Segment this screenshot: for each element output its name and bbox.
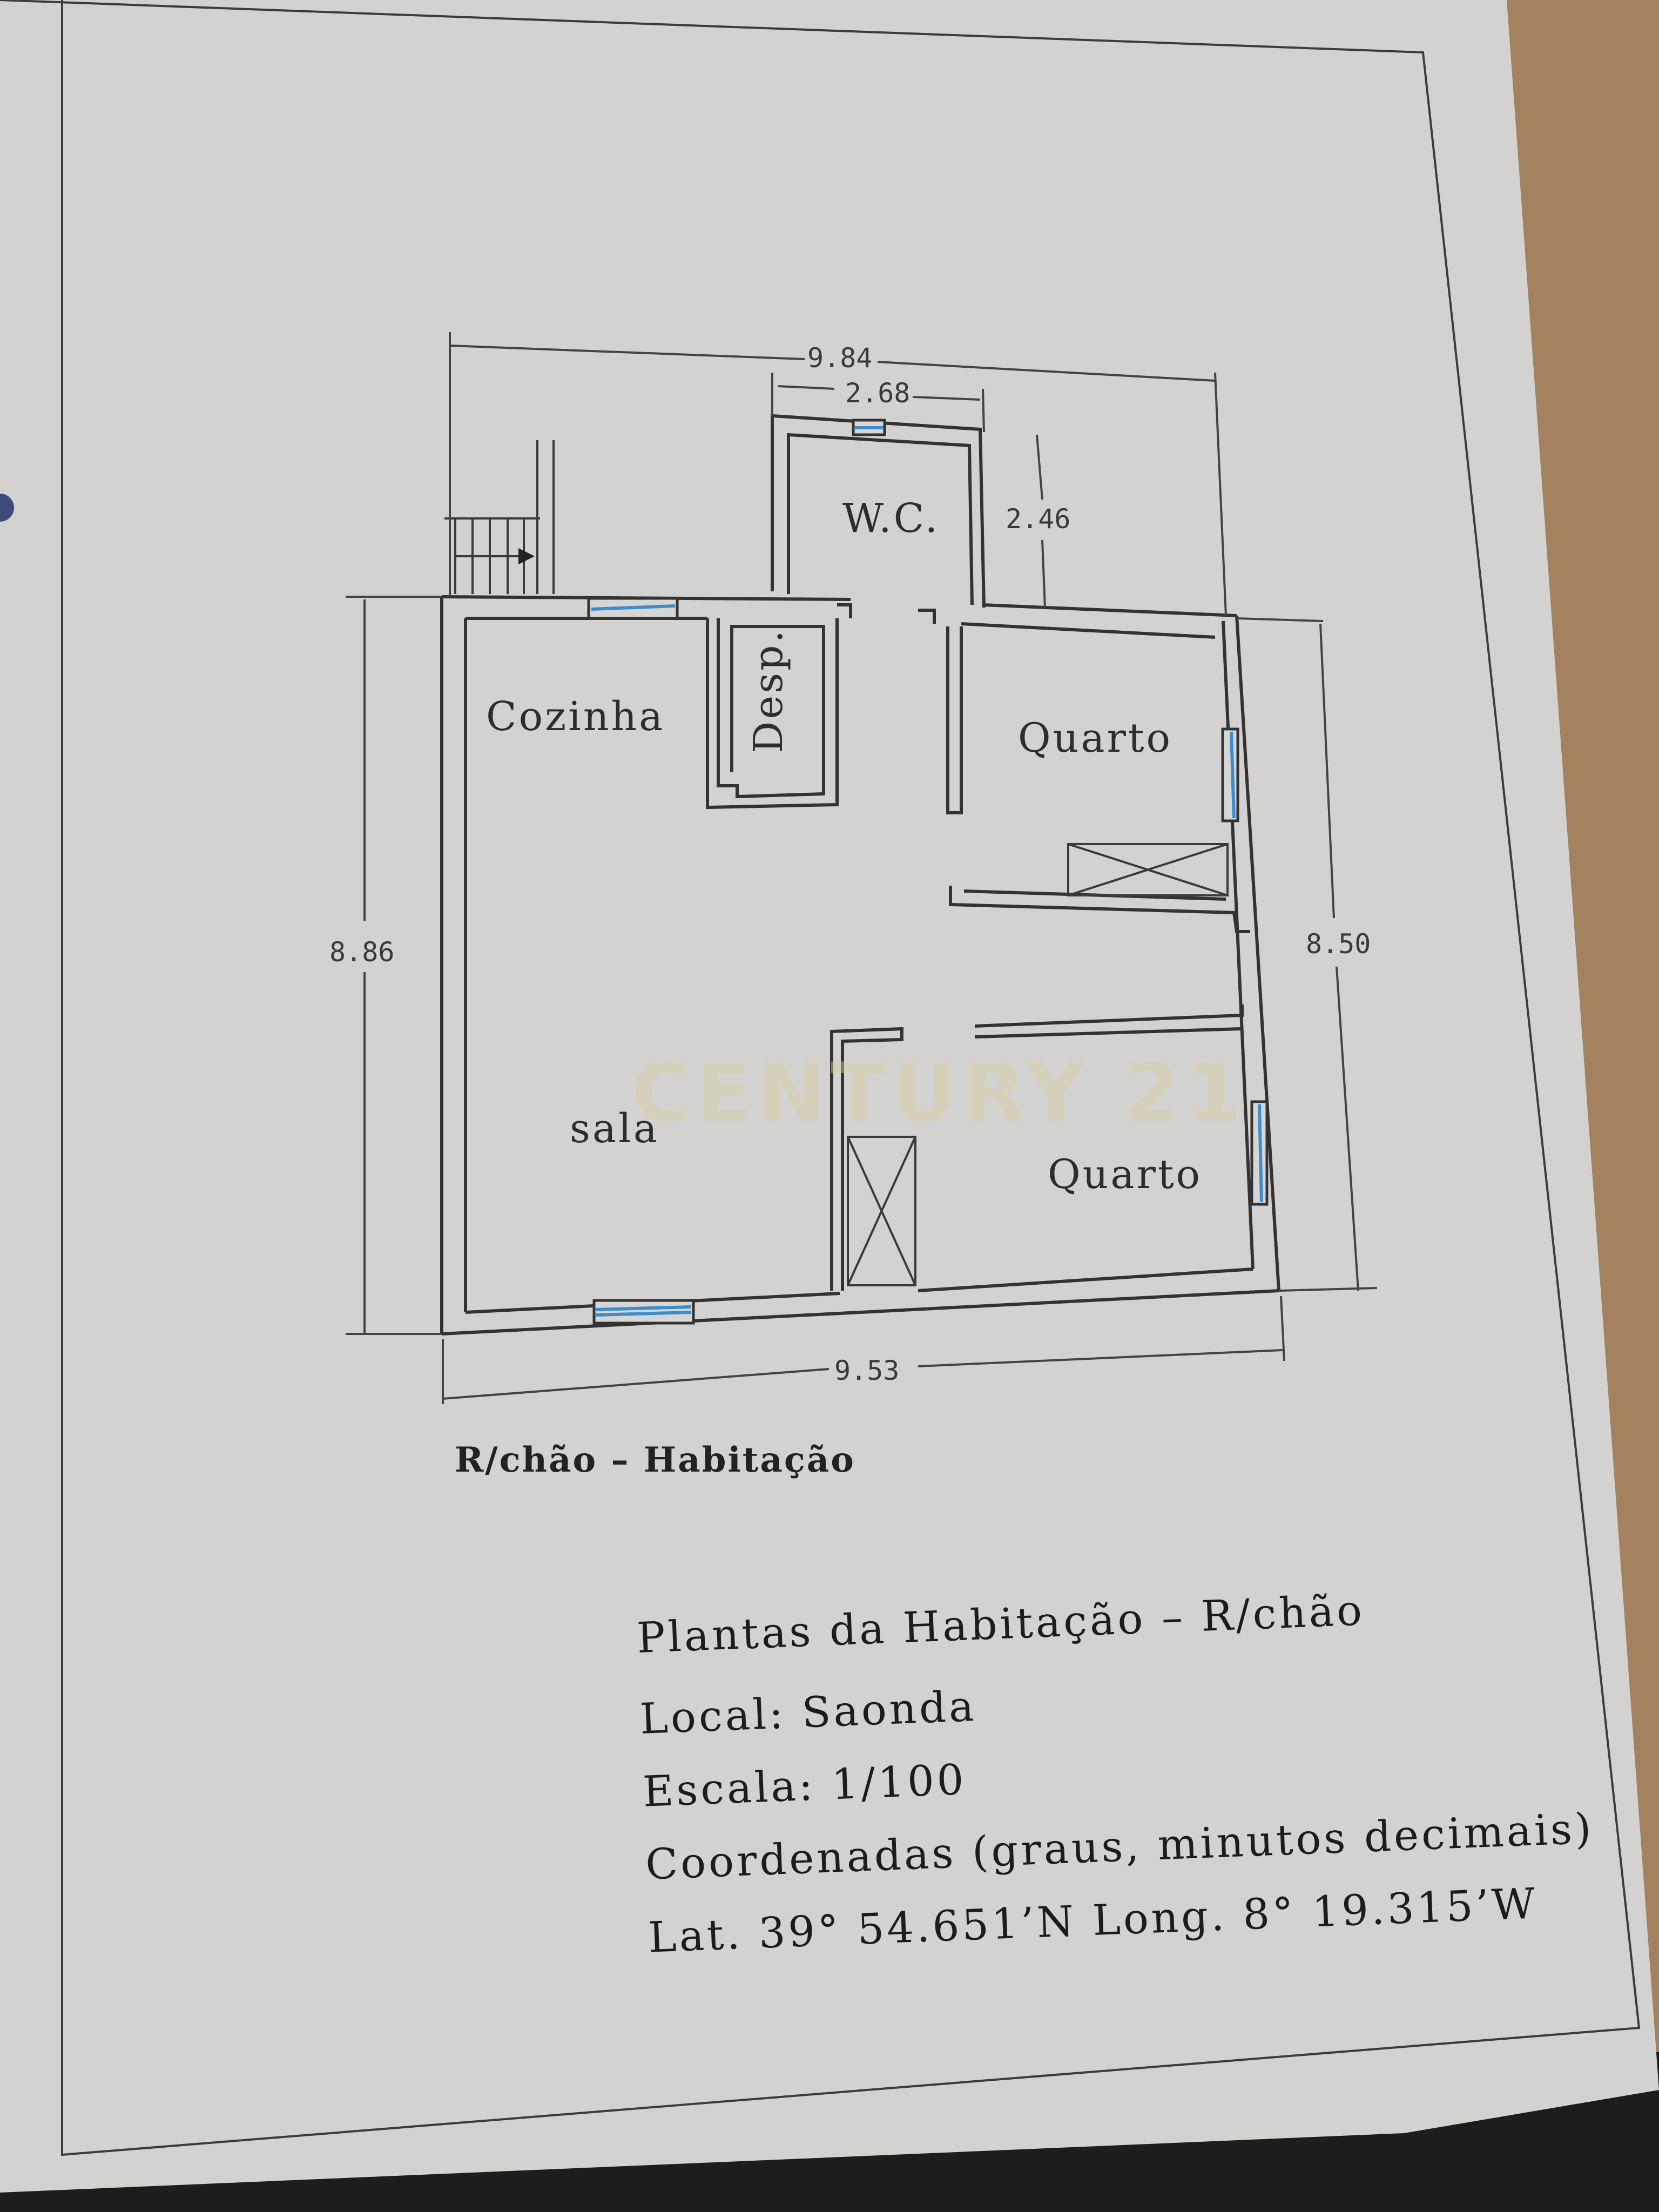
dimension-bottom-total: 9.53 <box>834 1355 899 1386</box>
drawing-frame <box>0 0 1641 2156</box>
room-label-wc: W.C. <box>842 495 940 542</box>
room-label-quarto-1: Quarto <box>1018 715 1172 761</box>
dimension-left-height: 8.86 <box>329 936 394 968</box>
room-label-sala: sala <box>570 1105 659 1152</box>
dimension-top-total: 9.84 <box>807 342 872 374</box>
window-kitchen <box>587 597 679 620</box>
stair-icon <box>444 440 555 594</box>
dimension-top-wc: 2.68 <box>845 377 910 409</box>
window-quarto2 <box>1250 1100 1269 1206</box>
binder-hole-icon <box>0 494 14 522</box>
window-sala <box>592 1299 695 1325</box>
room-label-quarto-2: Quarto <box>1048 1151 1202 1198</box>
room-label-cozinha: Cozinha <box>486 693 665 740</box>
window-wc <box>852 419 886 436</box>
interior-walls <box>706 603 1250 1291</box>
dimension-right-height: 8.50 <box>1306 928 1371 960</box>
window-quarto1 <box>1221 727 1239 822</box>
watermark-century21: CENTURY 21 <box>632 1046 1247 1140</box>
plan-caption: R/chão – Habitação <box>455 1440 855 1480</box>
room-label-desp: Desp. <box>745 628 792 753</box>
dimension-lines <box>346 332 1378 1404</box>
dimension-wc-depth: 2.46 <box>1006 503 1070 535</box>
